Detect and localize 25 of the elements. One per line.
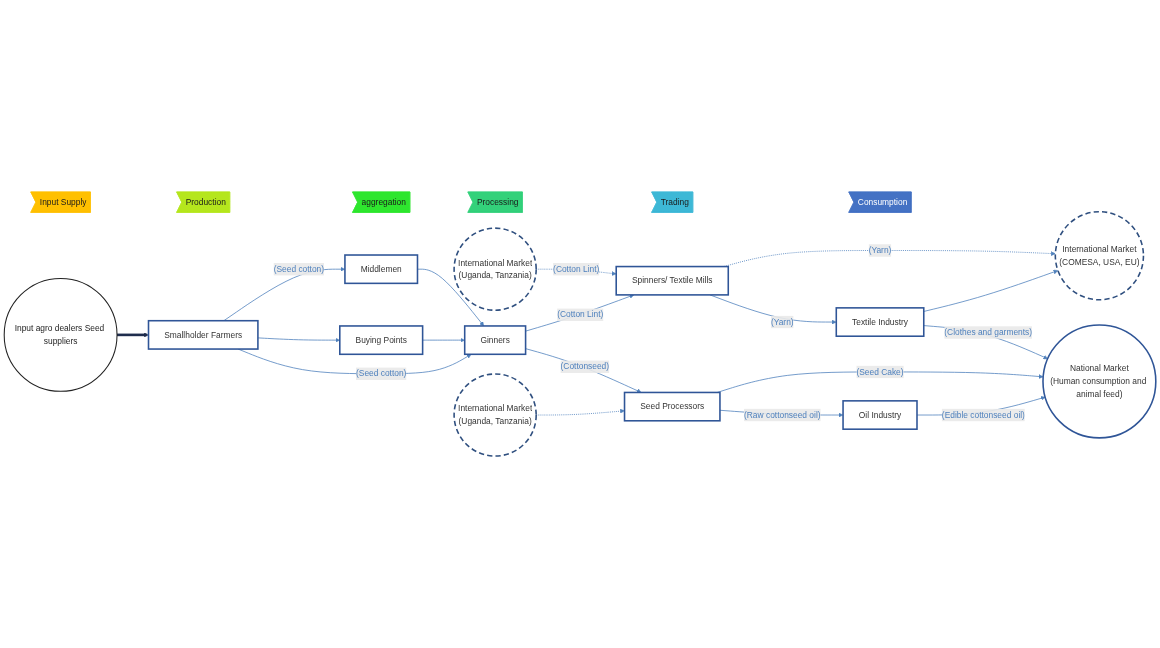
node-box: Smallholder Farmers xyxy=(147,319,259,350)
edge-label: (Yarn) xyxy=(770,317,794,327)
node-box: Oil Industry xyxy=(842,400,918,430)
edge-label: (Cottonseed) xyxy=(560,361,610,371)
node-circle: National Market (Human consumption and animal feed) xyxy=(1042,324,1157,439)
edge-label: (Yarn) xyxy=(868,245,892,255)
arrow xyxy=(117,332,149,338)
node-circle: International Market (Uganda, Tanzania) xyxy=(453,373,537,457)
edge-label: (Seed cotton) xyxy=(356,368,407,378)
node-box: Spinners/ Textile Mills xyxy=(615,265,730,296)
edge-label: (Raw cottonseed oil) xyxy=(744,410,821,420)
node-box: Textile Industry xyxy=(835,307,925,337)
edge-label: (Cotton Lint) xyxy=(557,309,604,319)
node-circle: International Market (COMESA, USA, EU) xyxy=(1054,210,1145,301)
edge-label: (Seed Cake) xyxy=(856,367,904,377)
node-box: Ginners xyxy=(463,325,527,356)
edge-label: (Edible cottonseed oil) xyxy=(941,410,1025,420)
node-circle: Input agro dealers Seed suppliers xyxy=(3,277,118,392)
edge-label: (Clothes and garments) xyxy=(944,327,1033,337)
node-circle: International Market (Uganda, Tanzania) xyxy=(453,227,537,311)
node-box: Seed Processors xyxy=(623,391,721,422)
edge-label: (Seed cotton) xyxy=(273,264,325,274)
edge-label: (Cotton Lint) xyxy=(553,264,600,274)
node-box: Middlemen xyxy=(344,254,419,285)
node-box: Buying Points xyxy=(339,325,424,356)
